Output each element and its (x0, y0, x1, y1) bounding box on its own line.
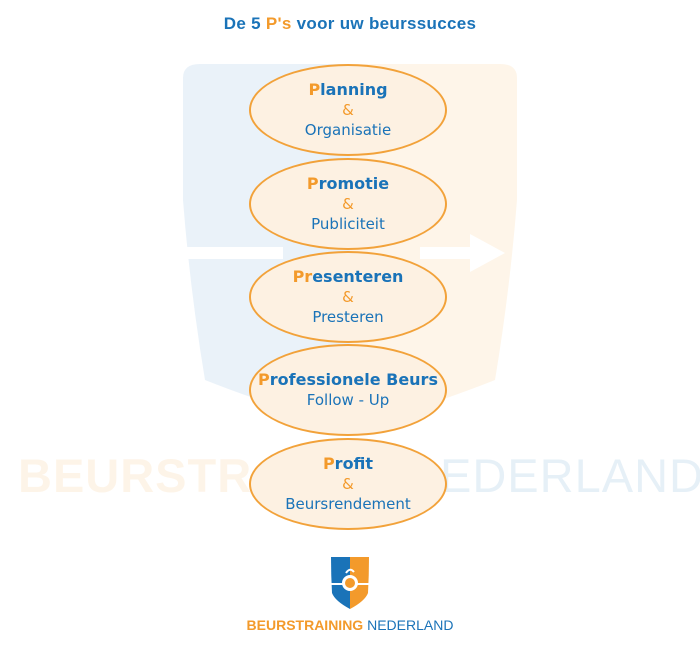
step-subtitle: Organisatie (304, 121, 392, 139)
step-heading-rest: lanning (320, 80, 388, 99)
watermark-left: BEURSTRA (18, 449, 288, 502)
step-profit: Profit & Beursrendement (249, 438, 447, 530)
step-heading: Profit (323, 454, 373, 474)
step-heading-rest: esenteren (312, 267, 404, 286)
step-ampersand: & (342, 101, 354, 119)
step-subtitle: Beursrendement (285, 495, 411, 513)
step-subtitle: Follow - Up (306, 391, 390, 409)
page-title: De 5 P's voor uw beurssucces (0, 14, 700, 34)
step-follow-up: Professionele Beurs Follow - Up (249, 344, 447, 436)
title-accent: P's (265, 14, 292, 33)
step-subtitle: Presteren (312, 308, 384, 326)
logo-shield-icon (331, 557, 369, 609)
step-initial: P (258, 370, 270, 389)
step-subtitle: Publiciteit (311, 215, 385, 233)
logo-text-part1: BEURSTRAINING (246, 617, 364, 633)
title-suffix: voor uw beurssucces (291, 14, 477, 33)
step-promotie: Promotie & Publiciteit (249, 158, 447, 250)
logo-wordmark: BEURSTRAINING NEDERLAND (0, 617, 700, 633)
title-prefix: De 5 (223, 14, 266, 33)
step-ampersand: & (342, 288, 354, 306)
step-initial: Pr (292, 267, 313, 286)
step-initial: P (308, 80, 321, 99)
step-heading: Planning (308, 80, 387, 100)
step-initial: P (306, 174, 319, 193)
step-ampersand: & (342, 195, 354, 213)
step-planning: Planning & Organisatie (249, 64, 447, 156)
step-heading-rest: rofessionele Beurs (269, 370, 438, 389)
step-heading: Promotie (307, 174, 389, 194)
watermark-right: EDERLAND (440, 449, 700, 502)
step-heading: Professionele Beurs (258, 370, 438, 390)
step-initial: P (322, 454, 335, 473)
step-heading-rest: rofit (334, 454, 374, 473)
step-heading: Presenteren (293, 267, 404, 287)
step-presenteren: Presenteren & Presteren (249, 251, 447, 343)
logo-text-part2: NEDERLAND (363, 617, 454, 633)
step-ampersand: & (342, 475, 354, 493)
step-heading-rest: romotie (318, 174, 390, 193)
